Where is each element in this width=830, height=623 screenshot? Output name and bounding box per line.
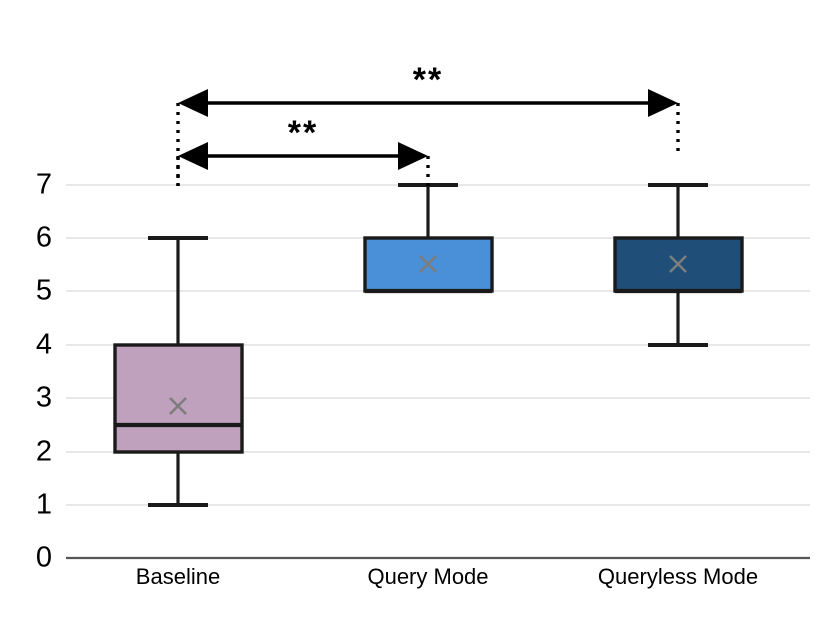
- x-tick-query-mode: Query Mode: [367, 564, 488, 589]
- sig-arrowhead-right-outer: [648, 89, 678, 117]
- sig-label-inner: **: [288, 114, 318, 152]
- x-tick-baseline: Baseline: [136, 564, 220, 589]
- mean-marker-baseline-2: [169, 397, 187, 415]
- y-tick-1: 1: [36, 489, 52, 521]
- x-tick-queryless-mode: Queryless Mode: [598, 564, 758, 589]
- mean-marker-queryless-mode-2: [669, 255, 687, 273]
- x-axis-tick-labels: Baseline Query Mode Queryless Mode: [136, 564, 758, 589]
- sig-arrowhead-left-inner: [178, 142, 208, 170]
- y-tick-6: 6: [36, 222, 52, 254]
- y-tick-0: 0: [36, 542, 52, 574]
- y-tick-3: 3: [36, 382, 52, 414]
- y-tick-4: 4: [36, 329, 52, 361]
- mean-marker-query-mode-2: [419, 255, 437, 273]
- significance-bracket-baseline-query: **: [176, 114, 430, 186]
- box-queryless-mode: [613, 183, 744, 347]
- y-tick-7: 7: [36, 169, 52, 201]
- sig-arrowhead-left-outer: [178, 89, 208, 117]
- y-tick-2: 2: [36, 436, 52, 468]
- box-query-mode: [363, 183, 494, 294]
- sig-arrowhead-right-inner: [398, 142, 428, 170]
- box-baseline: [113, 236, 244, 507]
- y-tick-5: 5: [36, 275, 52, 307]
- box-body-baseline: [113, 343, 244, 454]
- y-axis-tick-labels: 7 6 5 4 3 2 1 0: [36, 169, 52, 574]
- sig-label-outer: **: [413, 61, 443, 99]
- significance-bracket-baseline-queryless: **: [176, 61, 680, 186]
